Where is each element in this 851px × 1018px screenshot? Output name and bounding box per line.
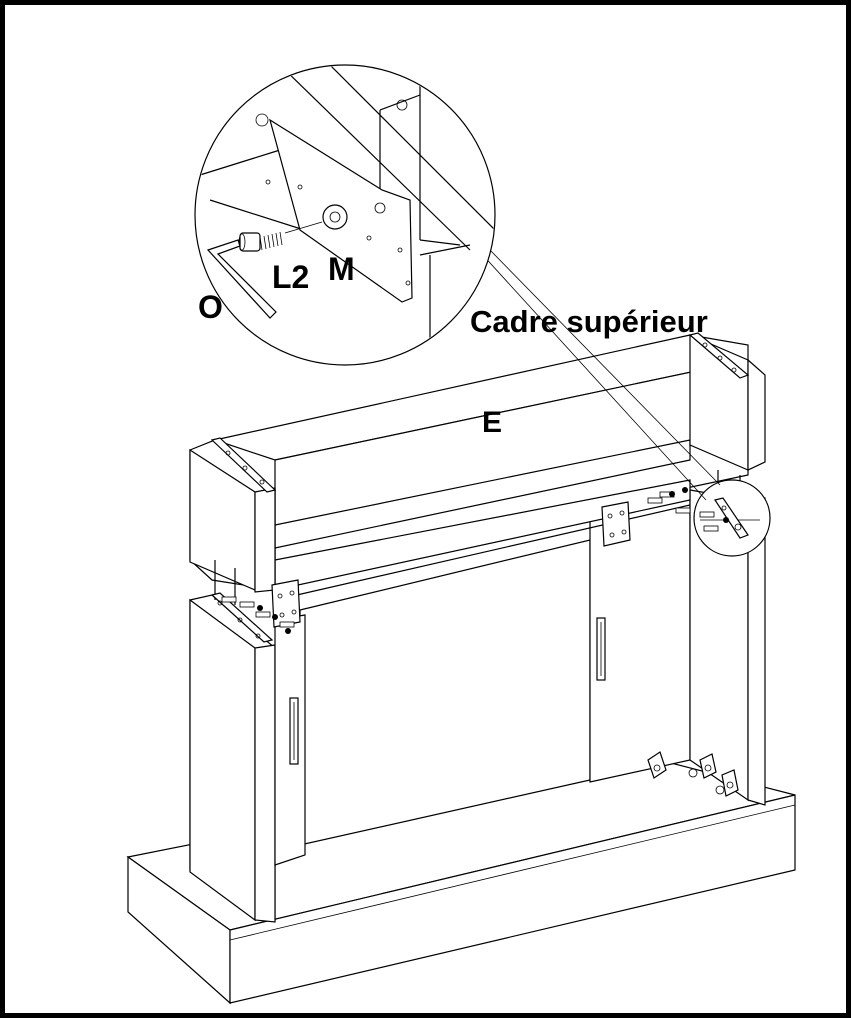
left-side-panel (189, 594, 306, 923)
label-part-o: O (198, 289, 223, 325)
bracket-feet (647, 751, 739, 797)
label-top-frame: Cadre supérieur (470, 304, 708, 339)
label-part-e: E (482, 406, 502, 439)
zoom-connector-lines (459, 229, 721, 501)
mounting-plates (210, 332, 750, 643)
detail-callout-small (693, 479, 771, 557)
screws (221, 487, 691, 634)
label-part-l2: L2 (272, 259, 309, 295)
right-side-panel (589, 489, 766, 806)
label-part-m: M (328, 251, 355, 287)
labels: O L2 M Cadre supérieur E (198, 251, 708, 439)
base-plinth (126, 754, 796, 1005)
detail-callout-magnified (194, 64, 496, 366)
assembly-diagram: O L2 M Cadre supérieur E (126, 64, 796, 1005)
top-frame (189, 334, 766, 605)
